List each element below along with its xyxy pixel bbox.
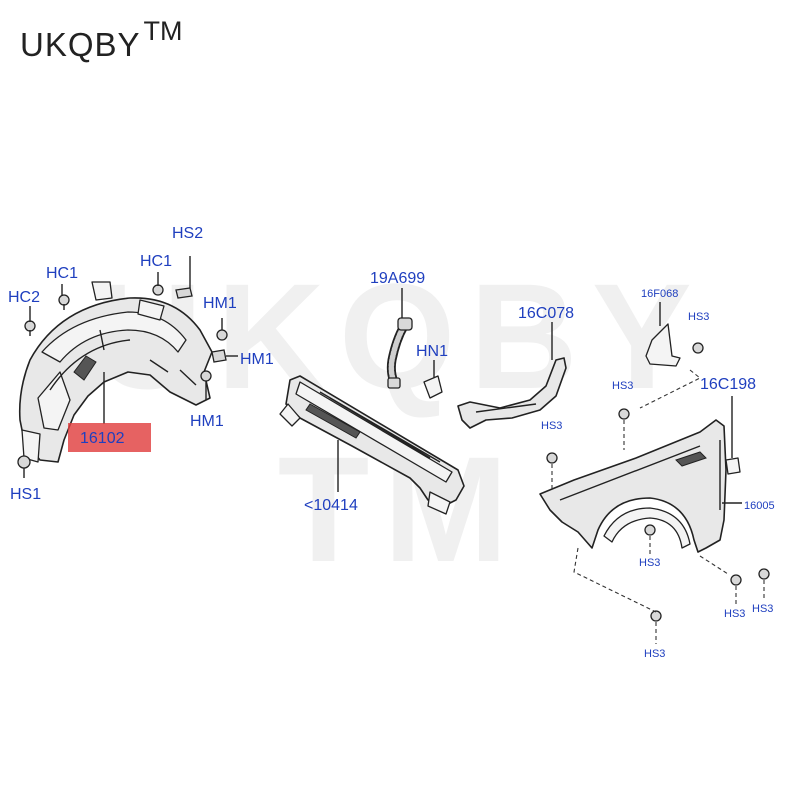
label-hs2: HS2 <box>172 225 203 242</box>
label-hs3-top: HS3 <box>688 311 709 323</box>
label-hs3-b: HS3 <box>541 420 562 432</box>
fastener-hm1a <box>216 318 228 341</box>
bolt-hs3-c <box>644 524 656 536</box>
hose-19a699 <box>386 317 413 389</box>
bolt-hs3-a <box>618 408 630 420</box>
label-hc2: HC2 <box>8 289 40 306</box>
label-16c078: 16C078 <box>518 305 574 322</box>
fastener-hm1c <box>200 370 212 400</box>
label-hm1a: HM1 <box>203 295 237 312</box>
label-hm1b: HM1 <box>240 351 274 368</box>
label-hs1: HS1 <box>10 486 41 503</box>
clip-hn1 <box>423 375 443 399</box>
label-19a699: 19A699 <box>370 270 425 287</box>
brand-tm: TM <box>143 16 183 46</box>
label-16102: 16102 <box>80 430 125 447</box>
bolt-hs3-d <box>730 574 742 586</box>
label-10414: <10414 <box>304 497 358 514</box>
label-hs3-a: HS3 <box>612 380 633 392</box>
wheel-arch-liner <box>18 281 213 463</box>
part-number-highlight <box>68 423 151 452</box>
label-hs3-f: HS3 <box>644 648 665 660</box>
fastener-hs2 <box>175 256 193 299</box>
label-hm1c: HM1 <box>190 413 224 430</box>
fastener-hc2 <box>24 320 36 336</box>
bracket-16c078 <box>457 357 567 429</box>
bolt-hs3-f <box>650 610 662 622</box>
label-hc1a: HC1 <box>46 265 78 282</box>
fastener-hm1b <box>211 349 238 363</box>
fastener-hs1 <box>17 455 31 478</box>
label-hs3-c: HS3 <box>639 557 660 569</box>
label-hs3-e: HS3 <box>752 603 773 615</box>
label-16c198: 16C198 <box>700 376 756 393</box>
label-16005: 16005 <box>744 500 775 512</box>
label-16f068: 16F068 <box>641 288 678 300</box>
bolt-hs3-e <box>758 568 770 580</box>
bracket-16f068 <box>645 302 681 367</box>
brand-name: UKQBY <box>20 26 141 63</box>
label-hs3-d: HS3 <box>724 608 745 620</box>
bracket-16c198 <box>725 457 741 475</box>
fastener-hc1a <box>58 294 70 310</box>
label-hn1: HN1 <box>416 343 448 360</box>
label-hc1b: HC1 <box>140 253 172 270</box>
bolt-hs3-top <box>692 342 704 354</box>
cowl-panel <box>279 375 465 515</box>
fastener-hc1b <box>152 284 164 296</box>
fender-16005 <box>539 419 727 553</box>
bolt-hs3-b <box>546 452 558 464</box>
